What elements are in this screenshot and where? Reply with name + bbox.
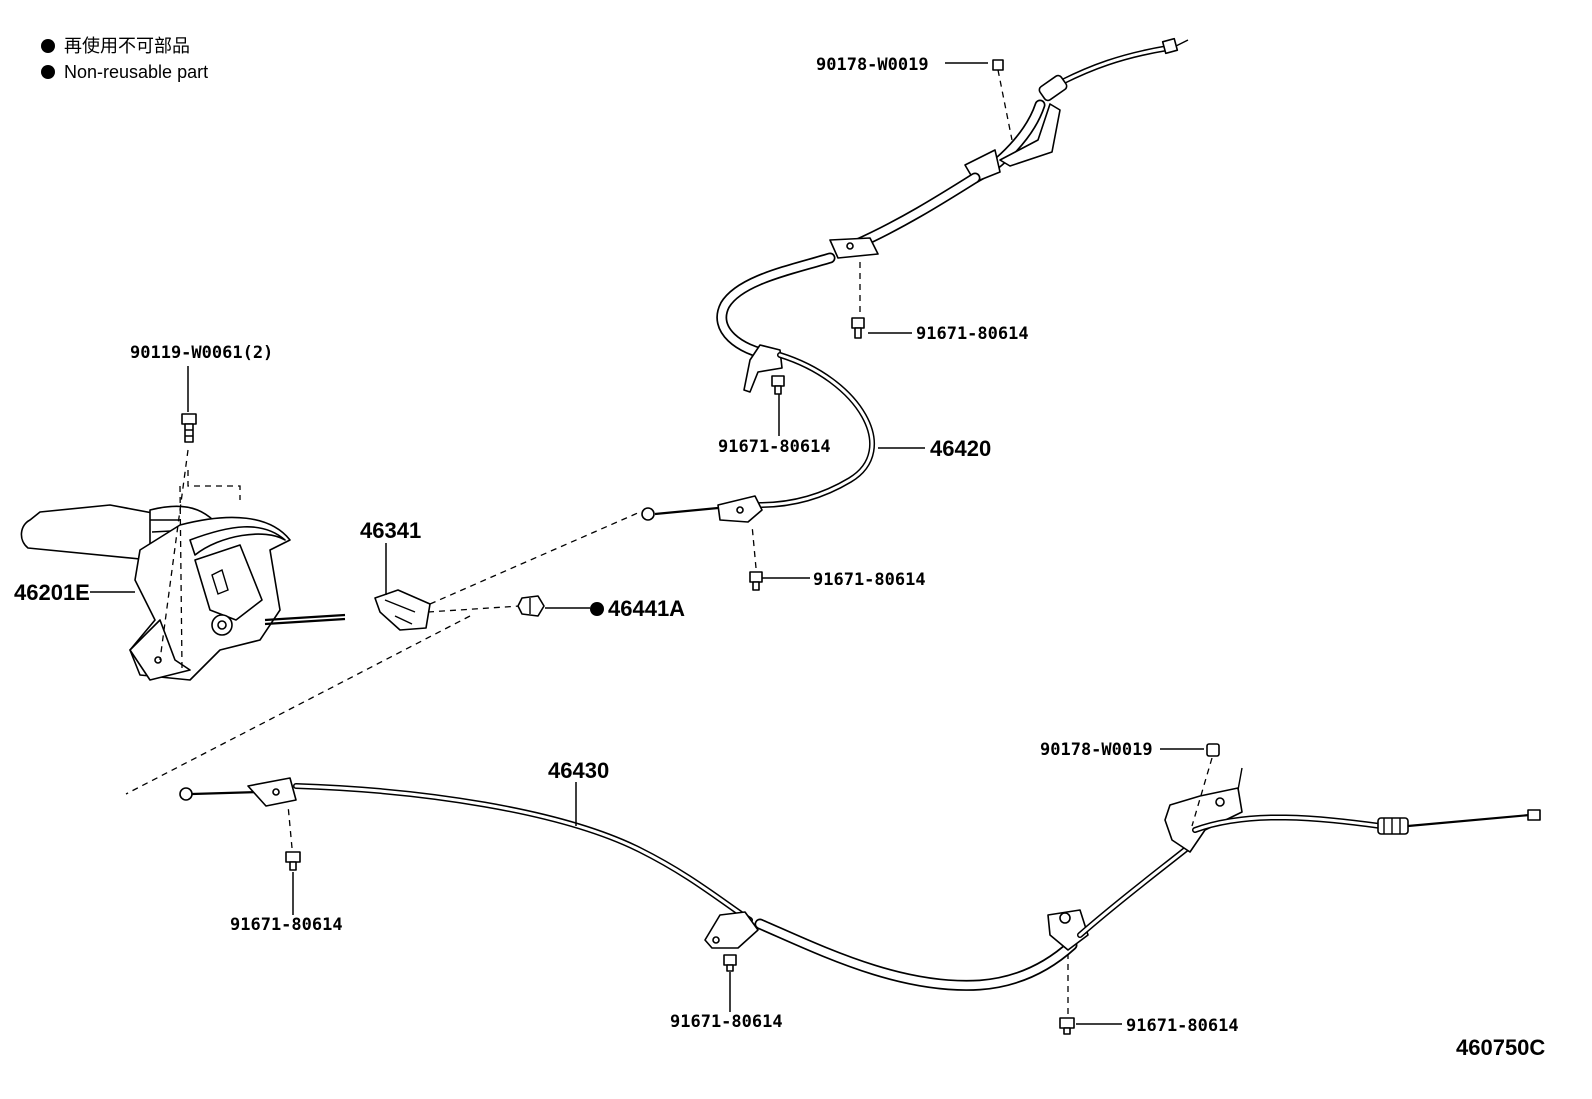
nut-90178-right [1191,743,1220,827]
lower-cable-46430 [179,767,1541,991]
bolt-91671-lower-right [1059,955,1075,1035]
equalizer-46341 [125,511,641,795]
upper-cable-46420 [641,37,1189,523]
label-46341: 46341 [360,518,421,543]
legend-en: Non-reusable part [64,62,208,82]
label-90178-top: 90178-W0019 [816,55,929,75]
figure-code: 460750C [1456,1035,1545,1060]
bolt-90119-lever [159,413,241,669]
label-91671-lower-left: 91671-80614 [230,915,343,935]
label-91671-lower-mid: 91671-80614 [670,1012,783,1032]
label-46420: 46420 [930,436,991,461]
bolt-91671-lower-left [285,804,301,871]
parking-brake-lever-46201E [20,504,346,681]
legend: 再使用不可部品 Non-reusable part [41,36,208,82]
bolt-91671-upper2 [771,375,785,395]
legend-jp: 再使用不可部品 [64,36,190,56]
non-reusable-dot-icon [41,39,55,53]
part-labels: 90178-W0019 91671-80614 91671-80614 4642… [14,55,1545,1060]
label-46201E: 46201E [14,580,90,605]
nut-46441A [517,595,545,617]
label-91671-upper3: 91671-80614 [813,570,926,590]
bolt-91671-upper1 [851,258,865,339]
nut-90178-top [992,59,1013,141]
label-46430: 46430 [548,758,609,783]
non-reusable-dot-icon [41,65,55,79]
leader-lines [90,62,1204,1025]
bolt-91671-upper3 [749,524,763,591]
bolt-91671-lower-mid [723,954,737,972]
label-91671-lower-right: 91671-80614 [1126,1016,1239,1036]
label-91671-upper2: 91671-80614 [718,437,831,457]
label-90119-lever: 90119-W0061(2) [130,343,273,363]
label-46441A: 46441A [608,596,685,621]
label-91671-upper1: 91671-80614 [916,324,1029,344]
label-90178-right: 90178-W0019 [1040,740,1153,760]
non-reusable-dot-icon [590,602,604,616]
